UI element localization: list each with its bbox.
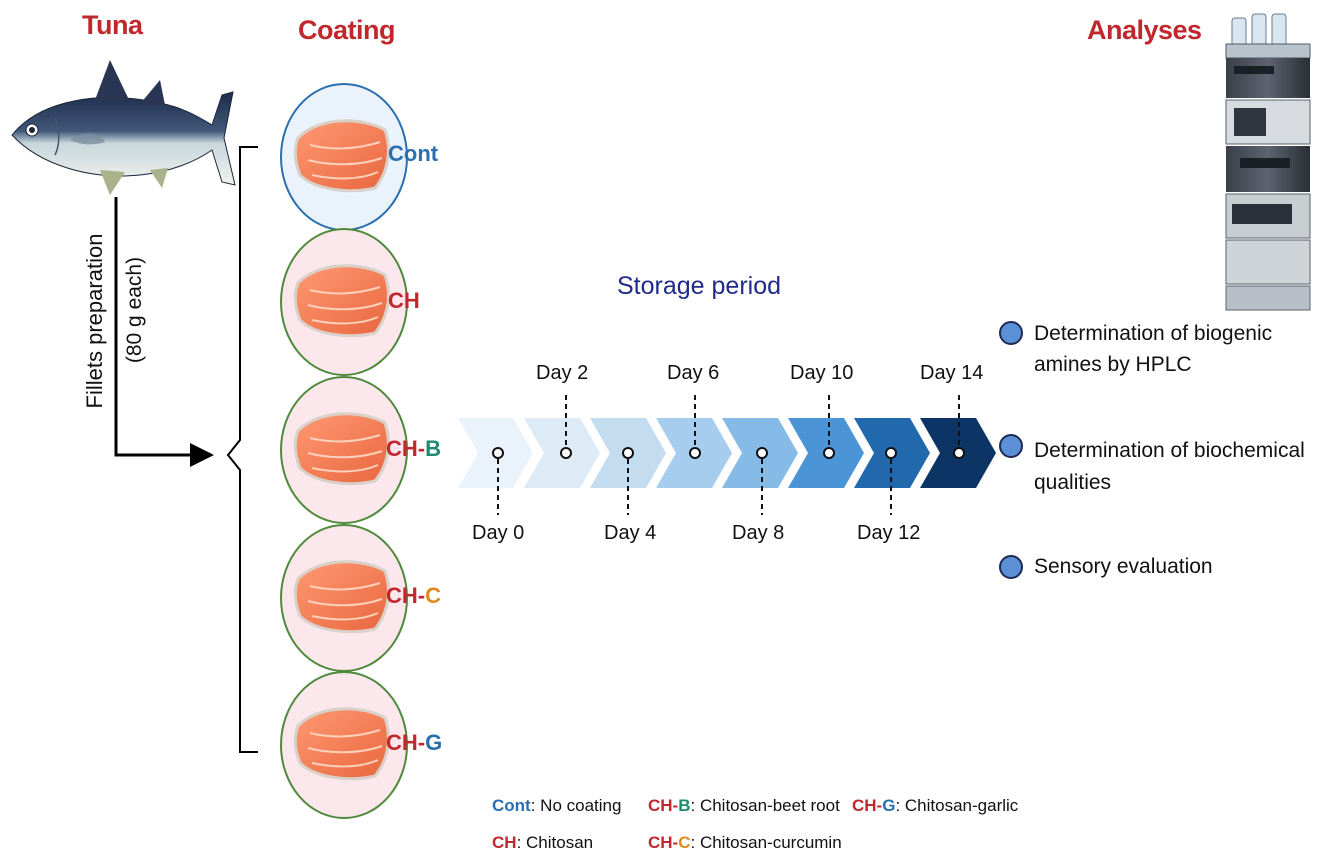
coating-header: Coating (298, 15, 396, 45)
legend-text: : Chitosan-curcumin (690, 833, 842, 852)
analysis-1-line1: Determination of biogenic (1034, 322, 1273, 345)
legend-text: : Chitosan-beet root (690, 796, 840, 815)
legend-prefix: CH- (648, 833, 679, 852)
legend-ch-c: CH-C: Chitosan-curcumin (648, 833, 842, 853)
fillet-ch (280, 228, 408, 376)
fillet-label-cont: Cont (388, 141, 438, 167)
day-label-6: Day 6 (667, 362, 720, 384)
fillet-label-prefix: CH- (386, 730, 426, 755)
tuna-header: Tuna (82, 10, 143, 40)
analysis-2-line2: qualities (1034, 471, 1112, 494)
day-label-0: Day 0 (472, 522, 525, 544)
prep-label-line2: (80 g each) (123, 256, 146, 364)
storage-period-title: Storage period (617, 272, 782, 300)
day-label-14: Day 14 (920, 362, 984, 384)
analysis-2-line1: Determination of biochemical (1034, 439, 1305, 462)
fillet-label-ch: CH (388, 288, 420, 314)
legend-prefix: CH- (648, 796, 679, 815)
analysis-3-line1: Sensory evaluation (1034, 555, 1213, 578)
day-label-4: Day 4 (604, 522, 657, 544)
legend-cont: Cont: No coating (492, 796, 621, 816)
fillet-label-prefix: CH (388, 288, 420, 313)
legend-suffix: G (882, 796, 896, 815)
coating-bracket (226, 146, 258, 753)
analysis-bullets (999, 321, 1023, 579)
day-label-8: Day 8 (732, 522, 785, 544)
fillet-label-prefix: CH- (386, 583, 426, 608)
legend-ch: CH: Chitosan (492, 833, 593, 853)
legend-prefix: CH (492, 833, 517, 852)
fillet-label-suffix: B (425, 436, 441, 461)
timeline-arrow (458, 418, 996, 488)
fillet-label-suffix: C (425, 583, 441, 608)
day-markers (492, 395, 965, 515)
legend-suffix: B (678, 796, 691, 815)
day-label-12: Day 12 (857, 522, 921, 544)
fillet-label-ch-b: CH-B (386, 436, 441, 462)
fillet-cont (280, 83, 408, 231)
fillet-label-suffix: G (425, 730, 443, 755)
legend-ch-g: CH-G: Chitosan-garlic (852, 796, 1018, 816)
fillet-label-prefix: Cont (388, 141, 439, 166)
day-label-10: Day 10 (790, 362, 854, 384)
hplc-instrument-icon (1225, 13, 1311, 311)
fillet-label-ch-c: CH-C (386, 583, 441, 609)
legend-text: : Chitosan-garlic (895, 796, 1019, 815)
analysis-1-line2: amines by HPLC (1034, 353, 1192, 376)
analyses-header: Analyses (1087, 15, 1202, 45)
fillet-label-ch-g: CH-G (386, 730, 442, 756)
legend-text: : Chitosan (516, 833, 594, 852)
legend-ch-b: CH-B: Chitosan-beet root (648, 796, 840, 816)
legend-suffix: C (678, 833, 691, 852)
fillet-ch-g (280, 671, 408, 819)
fillet-ch-b (280, 376, 408, 524)
day-label-2: Day 2 (536, 362, 589, 384)
tuna-fish-icon (11, 60, 236, 195)
legend-prefix: CH- (852, 796, 883, 815)
legend-text: : No coating (530, 796, 622, 815)
fillet-label-prefix: CH- (386, 436, 426, 461)
fillet-ch-c (280, 524, 408, 672)
prep-label-line1: Fillets preparation (82, 233, 107, 409)
preparation-arrow (114, 197, 214, 467)
legend-prefix: Cont (492, 796, 531, 815)
